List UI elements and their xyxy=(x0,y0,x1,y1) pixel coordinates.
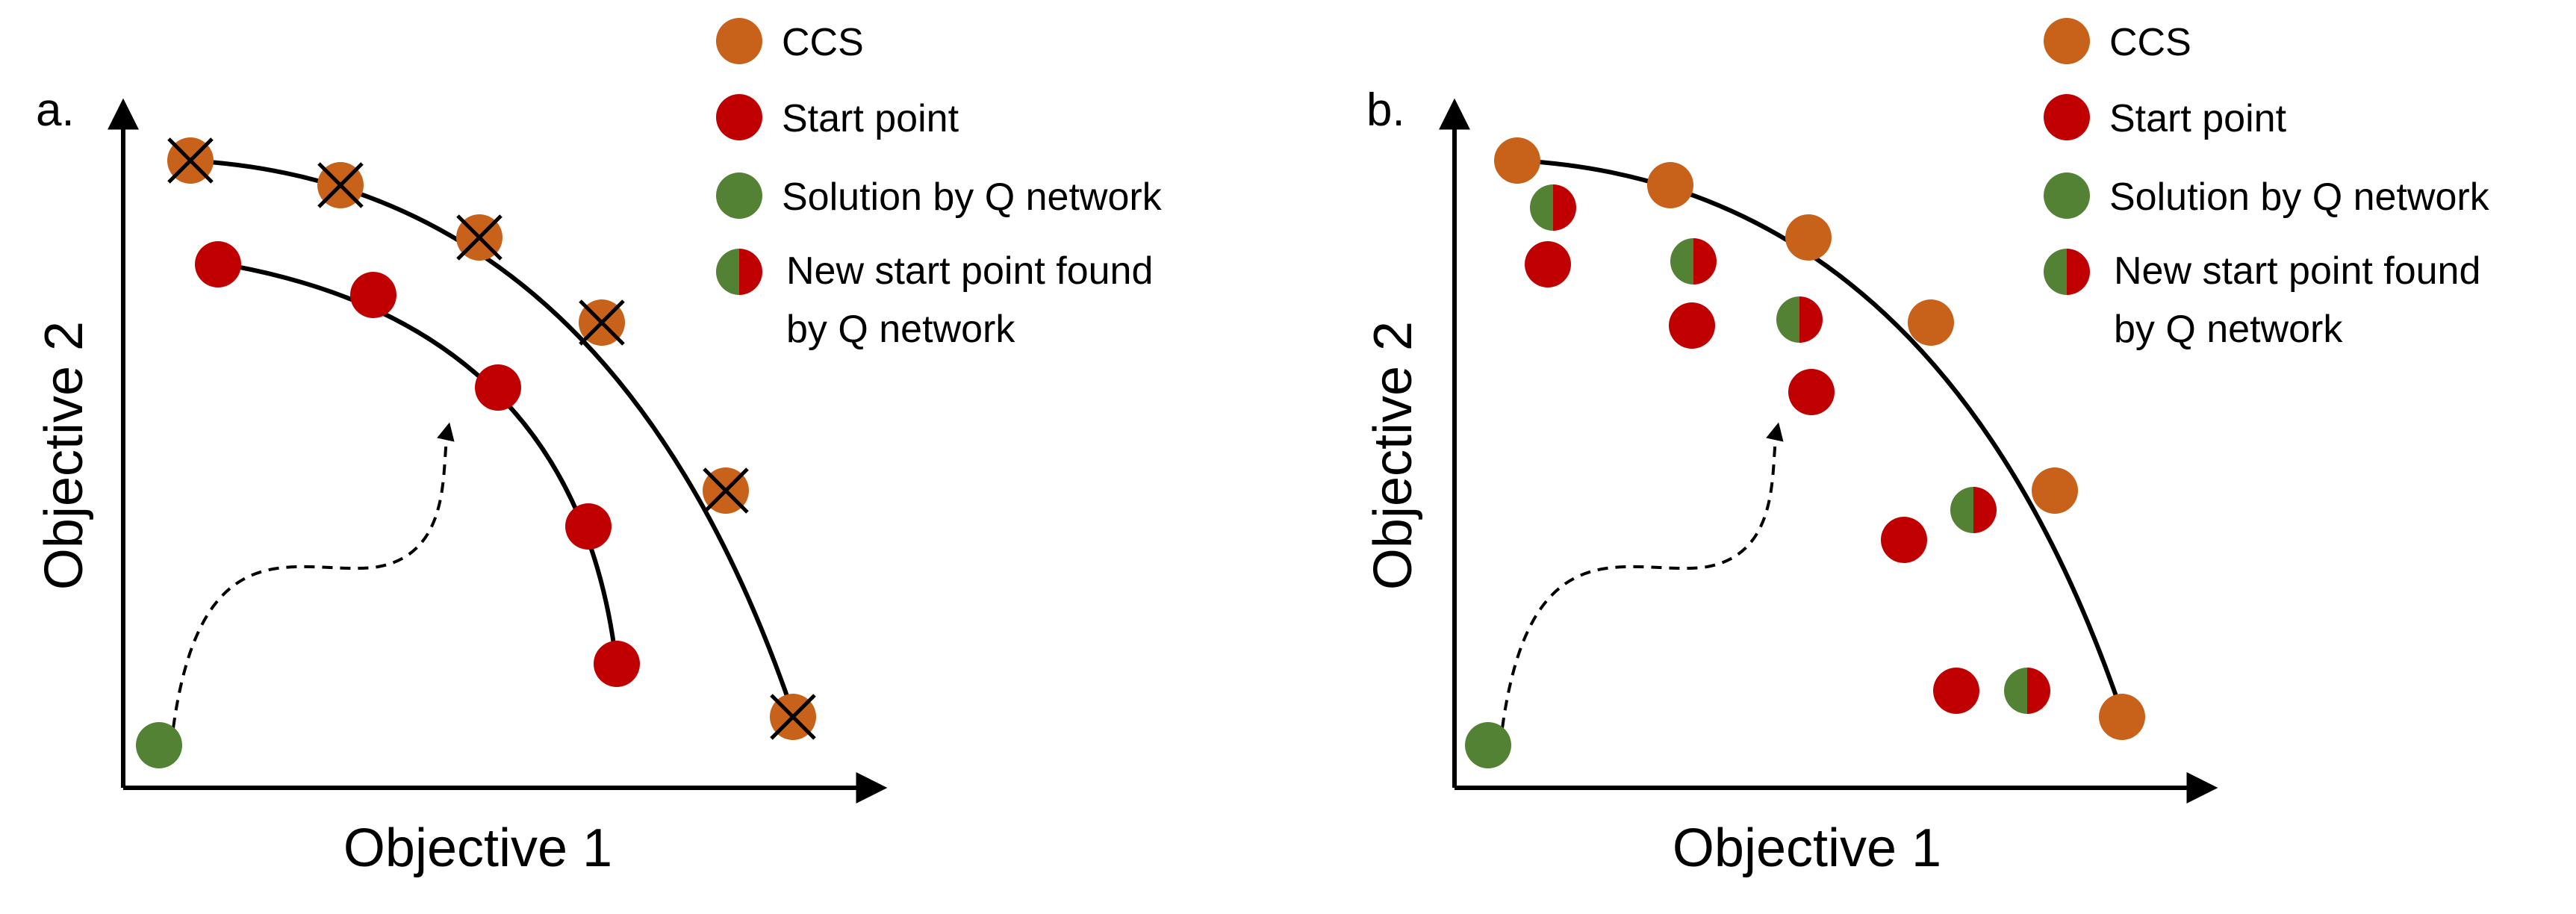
panel-b-x-label: Objective 1 xyxy=(1673,818,1941,878)
ccs-point xyxy=(2099,694,2145,740)
panel-a-legend: CCS Start point Solution by Q network Ne… xyxy=(716,18,1163,351)
panel-a-start-curve xyxy=(214,261,618,662)
panel-b-y-label: Objective 2 xyxy=(1363,321,1423,590)
panel-a-ccs-points xyxy=(167,137,816,740)
start-point xyxy=(1933,668,1979,714)
start-point xyxy=(350,272,396,318)
ccs-point-crossed xyxy=(770,694,816,740)
start-point xyxy=(1669,302,1715,349)
start-point xyxy=(1525,241,1571,287)
panel-a-ccs-curve xyxy=(187,158,795,714)
start-point xyxy=(565,503,612,550)
ccs-point xyxy=(1494,137,1540,184)
panel-b-ccs-points xyxy=(1494,137,2145,740)
legend-new-start-label-line2: by Q network xyxy=(2114,308,2343,351)
panel-b-ccs-curve xyxy=(1516,158,2124,714)
legend-start-marker xyxy=(716,94,762,140)
new-start-point xyxy=(2004,668,2050,714)
legend-solution-label: Solution by Q network xyxy=(782,175,1163,219)
panel-b-legend: CCS Start point Solution by Q network Ne… xyxy=(2044,18,2490,351)
new-start-point xyxy=(1950,487,1997,533)
ccs-point-crossed xyxy=(167,137,214,184)
new-start-point xyxy=(1670,238,1717,285)
ccs-point xyxy=(1785,214,1832,261)
start-point xyxy=(1788,369,1835,415)
panel-a-letter: a. xyxy=(36,84,75,136)
panel-a: a. Objective 1 Objective 2 xyxy=(34,18,1163,878)
panel-b-new-start-points xyxy=(1530,184,2050,714)
legend-ccs-label: CCS xyxy=(2109,21,2191,64)
panel-a-solution-point xyxy=(136,722,182,768)
new-start-point xyxy=(1776,296,1823,343)
legend-new-start-label-line2: by Q network xyxy=(786,308,1015,351)
legend-new-start-marker xyxy=(716,249,762,295)
ccs-point xyxy=(1647,162,1693,208)
legend-ccs-label: CCS xyxy=(782,21,864,64)
panel-b-dashed-arrow xyxy=(1501,422,1784,729)
ccs-point-crossed xyxy=(579,299,625,346)
start-point xyxy=(195,241,241,287)
legend-start-marker xyxy=(2044,94,2090,140)
panel-b-letter: b. xyxy=(1366,84,1405,136)
legend-ccs-marker xyxy=(716,18,762,64)
ccs-point-crossed xyxy=(456,214,503,261)
legend-solution-label: Solution by Q network xyxy=(2109,175,2490,219)
legend-start-label: Start point xyxy=(782,97,959,140)
start-point xyxy=(1881,517,1927,563)
legend-new-start-label-line1: New start point found xyxy=(2114,249,2480,293)
legend-new-start-label-line1: New start point found xyxy=(786,249,1153,293)
ccs-point xyxy=(2032,467,2078,514)
panel-a-dashed-arrow xyxy=(172,422,455,729)
panel-b: b. Objective 1 Objective 2 xyxy=(1363,18,2490,878)
legend-solution-marker xyxy=(716,172,762,219)
legend-solution-marker xyxy=(2044,172,2090,219)
panel-b-solution-point xyxy=(1465,722,1511,768)
panel-a-y-label: Objective 2 xyxy=(34,321,94,590)
ccs-point-crossed xyxy=(317,162,364,208)
panel-a-x-label: Objective 1 xyxy=(343,818,612,878)
start-point xyxy=(475,364,521,411)
panel-b-start-points xyxy=(1525,241,1979,714)
new-start-point xyxy=(1530,184,1576,231)
panel-a-start-points xyxy=(195,241,640,687)
ccs-point xyxy=(1908,299,1954,346)
legend-ccs-marker xyxy=(2044,18,2090,64)
ccs-point-crossed xyxy=(703,467,749,514)
start-point xyxy=(594,641,640,687)
legend-start-label: Start point xyxy=(2109,97,2287,140)
legend-new-start-marker xyxy=(2044,249,2090,295)
